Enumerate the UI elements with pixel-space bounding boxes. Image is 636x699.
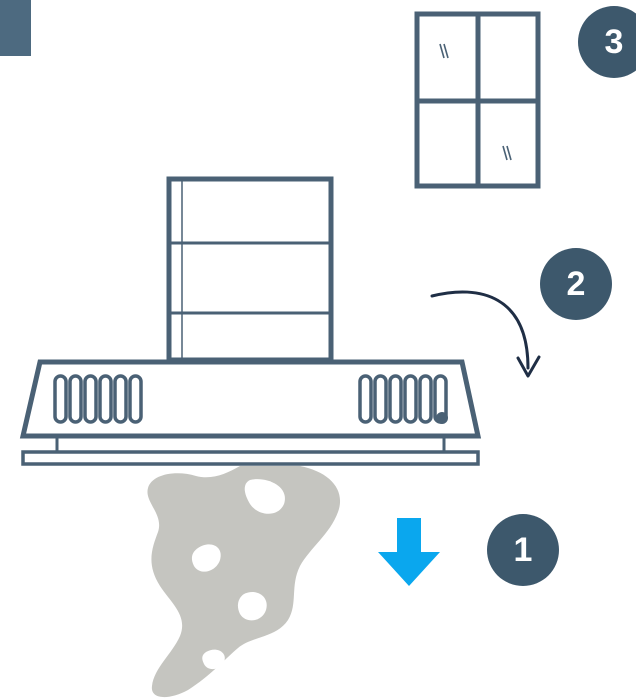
hood-button-icon: [436, 412, 448, 424]
step-2-badge: 2: [540, 248, 612, 320]
window-icon: [417, 14, 538, 186]
range-hood-icon: [23, 179, 478, 464]
down-arrow-icon: [378, 518, 440, 586]
step-1-badge: 1: [487, 514, 559, 586]
smoke-icon: [147, 466, 340, 697]
